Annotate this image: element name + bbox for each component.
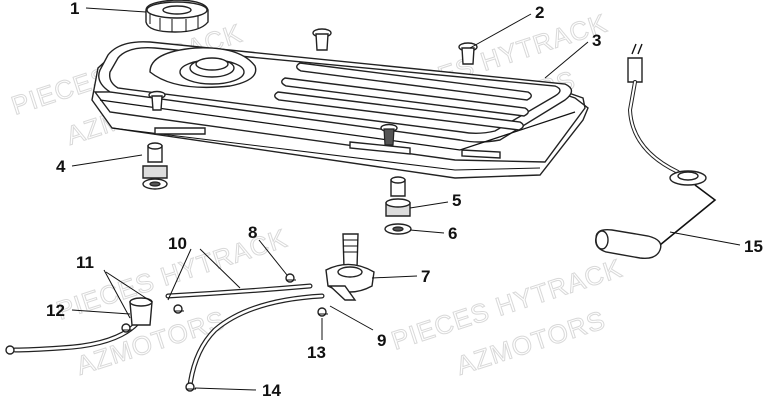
fuel-tap[interactable] bbox=[325, 233, 375, 301]
fuel-connector[interactable] bbox=[129, 297, 153, 326]
bolt[interactable] bbox=[380, 123, 398, 146]
callout-1: 1 bbox=[70, 0, 79, 18]
hose-clip[interactable] bbox=[5, 345, 15, 355]
hose-clip[interactable] bbox=[317, 307, 328, 317]
hose-clip[interactable] bbox=[173, 304, 184, 314]
spacer-bushing[interactable] bbox=[385, 176, 411, 217]
callout-11: 11 bbox=[76, 253, 94, 272]
callout-6: 6 bbox=[448, 224, 457, 243]
hose-clip[interactable] bbox=[185, 382, 196, 392]
callout-9: 9 bbox=[377, 331, 386, 350]
callout-13: 13 bbox=[307, 343, 326, 362]
callout-5: 5 bbox=[452, 191, 461, 210]
callout-labels: 1 2 3 4 5 6 7 8 9 10 11 12 13 14 15 bbox=[46, 0, 763, 400]
callout-4: 4 bbox=[56, 157, 66, 176]
fuel-level-sender[interactable] bbox=[595, 43, 717, 260]
callout-7: 7 bbox=[421, 267, 430, 286]
fuel-hose[interactable] bbox=[165, 283, 313, 299]
hose-clip[interactable] bbox=[121, 323, 132, 333]
fuel-cap[interactable] bbox=[145, 0, 209, 33]
callout-14: 14 bbox=[262, 381, 281, 400]
callout-12: 12 bbox=[46, 301, 65, 320]
bolt[interactable] bbox=[148, 90, 166, 111]
callout-8: 8 bbox=[248, 223, 257, 242]
callout-15: 15 bbox=[744, 237, 763, 256]
spacer-bushing[interactable] bbox=[142, 142, 168, 190]
fuel-hose[interactable] bbox=[187, 293, 325, 388]
callout-10: 10 bbox=[168, 234, 187, 253]
leader-lines bbox=[71, 7, 741, 391]
callout-2: 2 bbox=[535, 3, 544, 22]
fuel-tank[interactable] bbox=[91, 41, 589, 179]
washer[interactable] bbox=[384, 223, 412, 235]
hose-clip[interactable] bbox=[285, 273, 296, 283]
callout-3: 3 bbox=[592, 31, 601, 50]
bolt[interactable] bbox=[312, 28, 332, 51]
